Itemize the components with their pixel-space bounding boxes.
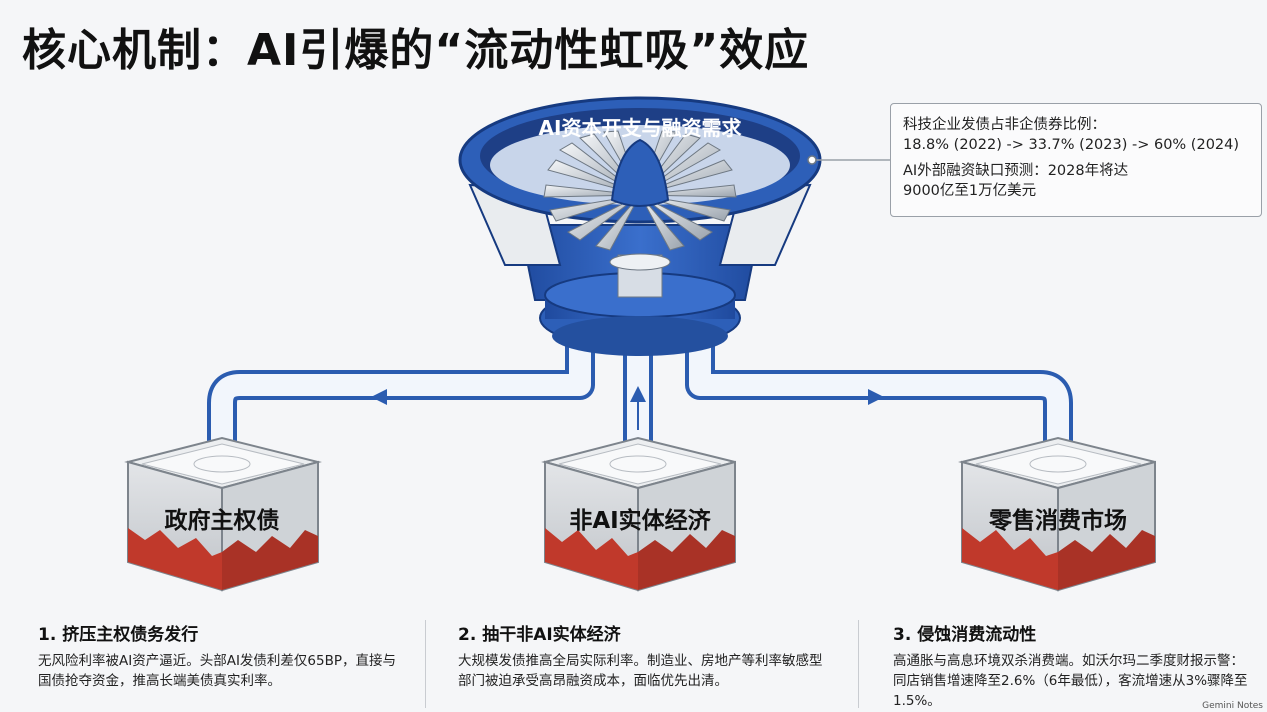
pipe-network [207,345,1073,470]
column-sovereign-debt: 1. 挤压主权债务发行 无风险利率被AI资产逼近。头部AI发债利差仅65BP，直… [38,620,398,691]
column-heading-1: 1. 挤压主权债务发行 [38,625,199,645]
column-divider-2 [858,620,859,708]
turbine-cone [610,138,670,207]
column-body-3: 高通胀与高息环境双杀消费端。如沃尔玛二季度财报示警：同店销售增速降至2.6%（6… [893,653,1248,709]
watermark-text: Gemini Notes [1202,701,1263,711]
info-line-2: 18.8% (2022) -> 33.7% (2023) -> 60% (202… [903,137,1240,153]
column-consumption: 3. 侵蚀消费流动性 高通胀与高息环境双杀消费端。如沃尔玛二季度财报示警：同店销… [893,620,1253,711]
column-heading-2: 2. 抽干非AI实体经济 [458,625,621,645]
reservoir-government [124,436,322,592]
turbine [458,96,822,356]
crack-red-right [962,528,1058,590]
reservoir-label-government: 政府主权债 [165,507,280,534]
column-divider-1 [425,620,426,708]
column-real-economy: 2. 抽干非AI实体经济 大规模发债推高全局实际利率。制造业、房地产等利率敏感型… [458,620,833,691]
reservoir-label-retail: 零售消费市场 [988,507,1127,534]
crack-red-center [545,528,638,590]
info-line-4: 9000亿至1万亿美元 [903,183,1037,199]
column-heading-3: 3. 侵蚀消费流动性 [893,625,1037,645]
page-title: 核心机制：AI引爆的“流动性虹吸”效应 [22,25,810,76]
info-callout-box: 科技企业发债占非企债券比例： 18.8% (2022) -> 33.7% (20… [890,103,1262,217]
turbine-label: AI资本开支与融资需求 [539,116,743,140]
reservoir-real-economy [541,436,736,592]
column-body-1: 无风险利率被AI资产逼近。头部AI发债利差仅65BP，直接与国债抢夺资金，推高长… [38,653,397,689]
column-body-2: 大规模发债推高全局实际利率。制造业、房地产等利率敏感型部门被迫承受高昂融资成本，… [458,653,823,689]
reservoir-label-real-economy: 非AI实体经济 [569,507,711,534]
info-line-3: AI外部融资缺口预测：2028年将达 [903,163,1129,179]
callout-dot [807,155,817,165]
reservoir-retail [958,436,1156,592]
info-line-1: 科技企业发债占非企债券比例： [903,117,1106,133]
crack-red-left [128,528,222,590]
